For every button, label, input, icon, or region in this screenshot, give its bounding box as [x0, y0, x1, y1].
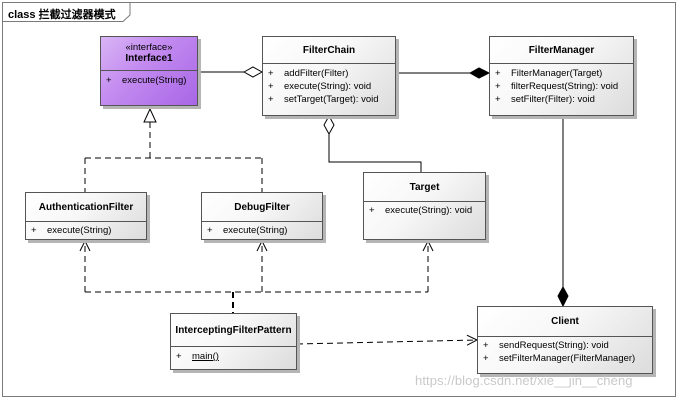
operation-signature: execute(String): void: [385, 205, 473, 216]
stereotype-label: «interface»: [125, 42, 173, 53]
operation-signature: addFilter(Filter): [284, 68, 349, 79]
class-name: FilterManager: [528, 45, 595, 56]
static-operation-signature: main(): [192, 351, 219, 362]
dependency-pattern-to-classes: [85, 241, 477, 344]
class-header: Client: [478, 307, 652, 337]
operation: + setFilter(Filter): void: [490, 93, 633, 106]
class-filterchain[interactable]: FilterChain + addFilter(Filter) + execut…: [262, 36, 396, 116]
class-target[interactable]: Target + execute(String): void: [363, 172, 486, 240]
operation-signature: execute(String): void: [284, 81, 372, 92]
operation-signature: FilterManager(Target): [511, 68, 603, 79]
operations-list: + FilterManager(Target) + filterRequest(…: [490, 64, 633, 106]
class-client[interactable]: Client + sendRequest(String): void + set…: [477, 306, 653, 374]
operations-list: + execute(String): [101, 71, 197, 87]
operations-list: + execute(String): void: [364, 202, 485, 217]
operation-signature: setFilterManager(FilterManager): [499, 353, 636, 364]
operation-signature: setTarget(Target): void: [284, 94, 379, 105]
visibility-public: +: [369, 205, 375, 216]
operations-list: + addFilter(Filter) + execute(String): v…: [263, 64, 395, 106]
class-name: DebugFilter: [234, 202, 290, 213]
operations-list: + execute(String): [26, 222, 146, 237]
class-debugfilter[interactable]: DebugFilter + execute(String): [201, 192, 323, 240]
class-interceptingfilterpattern[interactable]: InterceptingFilterPattern + main(): [170, 313, 297, 370]
composition-filtermanager-filterchain: [396, 67, 491, 79]
class-filtermanager[interactable]: FilterManager + FilterManager(Target) + …: [489, 36, 634, 116]
class-header: FilterChain: [263, 37, 395, 64]
visibility-public: +: [268, 81, 274, 92]
operation-signature: filterRequest(String): void: [511, 81, 619, 92]
diagram-title: class 拦截过滤器模式: [8, 9, 116, 21]
class-name: Target: [409, 182, 440, 193]
operation: + FilterManager(Target): [490, 67, 633, 80]
operation: + execute(String): [26, 224, 146, 237]
visibility-public: +: [176, 351, 182, 362]
composition-filtermanager-client: [557, 117, 569, 308]
visibility-public: +: [495, 68, 501, 79]
operation: + execute(String): [101, 74, 197, 87]
visibility-public: +: [106, 75, 112, 86]
visibility-public: +: [31, 225, 37, 236]
operation: + execute(String): void: [263, 80, 395, 93]
visibility-public: +: [483, 353, 489, 364]
class-header: FilterManager: [490, 37, 633, 64]
visibility-public: +: [495, 94, 501, 105]
frame-tab-shape: [2, 2, 131, 22]
class-name: InterceptingFilterPattern: [175, 325, 292, 336]
operation: + setFilterManager(FilterManager): [478, 352, 652, 365]
visibility-public: +: [495, 81, 501, 92]
operation-signature: setFilter(Filter): void: [511, 94, 595, 105]
class-name: Client: [551, 316, 579, 327]
operation: + addFilter(Filter): [263, 67, 395, 80]
operation-signature: execute(String): [122, 75, 187, 86]
visibility-public: +: [268, 94, 274, 105]
class-header: Target: [364, 173, 485, 202]
class-authenticationfilter[interactable]: AuthenticationFilter + execute(String): [25, 192, 147, 240]
operations-list: + main(): [171, 347, 296, 363]
class-name: AuthenticationFilter: [38, 202, 134, 213]
class-header: «interface» Interface1: [101, 37, 197, 71]
class-header: InterceptingFilterPattern: [171, 314, 296, 347]
operation-signature: execute(String): [223, 225, 288, 236]
operation: + execute(String): [202, 224, 322, 237]
operation: + execute(String): void: [364, 204, 485, 217]
aggregation-filterchain-target: [323, 114, 422, 172]
class-header: AuthenticationFilter: [26, 193, 146, 222]
visibility-public: +: [483, 340, 489, 351]
visibility-public: +: [207, 225, 213, 236]
operations-list: + execute(String): [202, 222, 322, 237]
aggregation-filterchain-interface1: [198, 66, 264, 78]
watermark-url: https://blog.csdn.net/xie__jin__cheng: [415, 373, 633, 388]
operation-signature: sendRequest(String): void: [499, 340, 609, 351]
class-interface1[interactable]: «interface» Interface1 + execute(String): [100, 36, 198, 106]
operation: + filterRequest(String): void: [490, 80, 633, 93]
visibility-public: +: [268, 68, 274, 79]
realization-filters-interface1: [84, 107, 263, 192]
class-name: Interface1: [125, 53, 173, 64]
class-name: FilterChain: [302, 45, 356, 56]
operation: + main(): [171, 350, 296, 363]
operation: + setTarget(Target): void: [263, 93, 395, 106]
class-header: DebugFilter: [202, 193, 322, 222]
operation-signature: execute(String): [47, 225, 112, 236]
operation: + sendRequest(String): void: [478, 339, 652, 352]
operations-list: + sendRequest(String): void + setFilterM…: [478, 337, 652, 365]
